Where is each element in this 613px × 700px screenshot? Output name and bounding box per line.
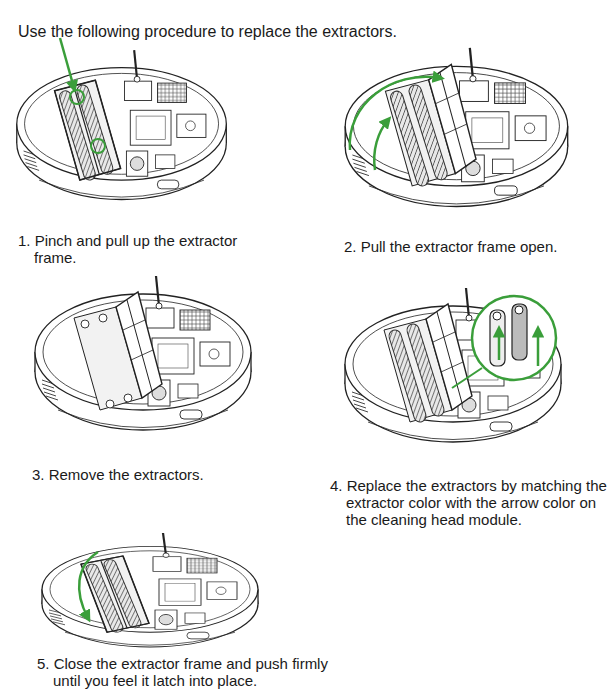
frame: [55, 80, 121, 180]
bearing-socket: [81, 320, 89, 328]
frame: [81, 556, 149, 632]
robot: [35, 276, 251, 430]
robot: [42, 533, 258, 647]
extractor-cap: [515, 306, 523, 314]
robot: [345, 288, 561, 442]
pinch-arrow: [60, 38, 74, 88]
robot: [345, 48, 567, 207]
extractor-cap: [493, 312, 501, 320]
extractors: [397, 91, 441, 180]
robot: [17, 50, 227, 199]
color-arrow: [498, 330, 501, 360]
robot-step-1: [17, 50, 227, 199]
extractor-end: [512, 304, 527, 360]
latch-marker: [91, 139, 105, 153]
frame: [429, 64, 476, 173]
zoom-circle: [472, 296, 556, 380]
extractors: [395, 330, 438, 416]
frame: [116, 292, 162, 398]
robot-step-2: [345, 48, 567, 207]
step-instruction: 3. Remove the extractors.: [32, 466, 294, 483]
page-title: Use the following procedure to replace t…: [18, 22, 397, 41]
zoom-leader: [452, 368, 482, 388]
close-arrow: [79, 552, 98, 618]
extractor-end: [490, 310, 505, 366]
bearing-socket: [99, 314, 107, 322]
robot-step-5: [42, 533, 258, 647]
step-instruction: 5. Close the extractor frame and push fi…: [37, 655, 347, 689]
bearing-socket: [124, 394, 132, 402]
frame: [426, 304, 472, 410]
robot-step-3: [35, 276, 251, 430]
open-arrow: [374, 120, 388, 170]
open-arrow: [350, 77, 440, 150]
bearing-socket: [106, 400, 114, 408]
step-instruction: 4. Replace the extractors by matching th…: [330, 477, 608, 528]
extractors: [65, 91, 107, 174]
latch-marker: [70, 90, 84, 104]
robot-step-4: [345, 288, 561, 442]
step-instruction: 1. Pinch and pull up the extractor frame…: [18, 232, 280, 266]
step-instruction: 2. Pull the extractor frame open.: [344, 238, 606, 255]
extractors: [92, 564, 135, 628]
color-arrow: [537, 330, 540, 366]
